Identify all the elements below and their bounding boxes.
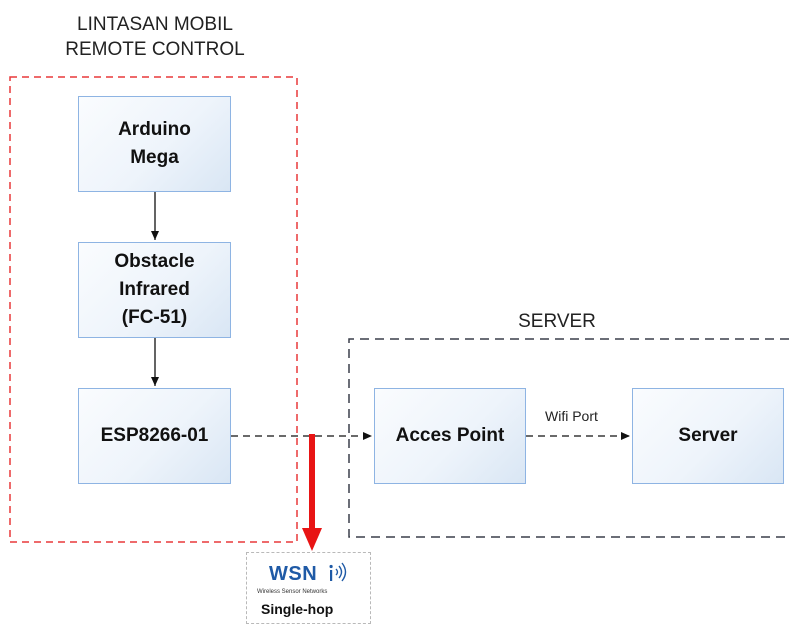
- wsn-logo-text: WSN: [269, 563, 318, 585]
- node-server-label: Server: [678, 425, 738, 446]
- node-esp-label: ESP8266-01: [100, 425, 209, 446]
- node-server: Server: [632, 388, 784, 484]
- node-access-point-label: Acces Point: [395, 425, 505, 446]
- node-obstacle-infrared: Obstacle Infrared (FC-51): [78, 242, 231, 338]
- single-hop-arrow-head: [302, 528, 322, 551]
- server-group-title: SERVER: [518, 311, 596, 332]
- node-obstacle-label: Obstacle Infrared (FC-51): [114, 251, 195, 328]
- edge-label-wifi-port: Wifi Port: [545, 408, 598, 424]
- single-hop-caption: Single-hop: [261, 601, 334, 617]
- node-access-point: Acces Point: [374, 388, 526, 484]
- node-arduino-label: Arduino Mega: [118, 119, 191, 168]
- wsn-logo-card: WSN Wireless Sensor Networks Single-hop: [246, 552, 371, 624]
- car-group-border: [9, 76, 298, 543]
- node-esp8266: ESP8266-01: [78, 388, 231, 484]
- wsn-logo-subtitle: Wireless Sensor Networks: [257, 589, 328, 595]
- node-arduino-mega: Arduino Mega: [78, 96, 231, 192]
- server-group-border: [348, 338, 789, 538]
- car-group-title: LINTASAN MOBIL REMOTE CONTROL: [65, 14, 245, 60]
- wireless-signal-icon: [329, 562, 347, 582]
